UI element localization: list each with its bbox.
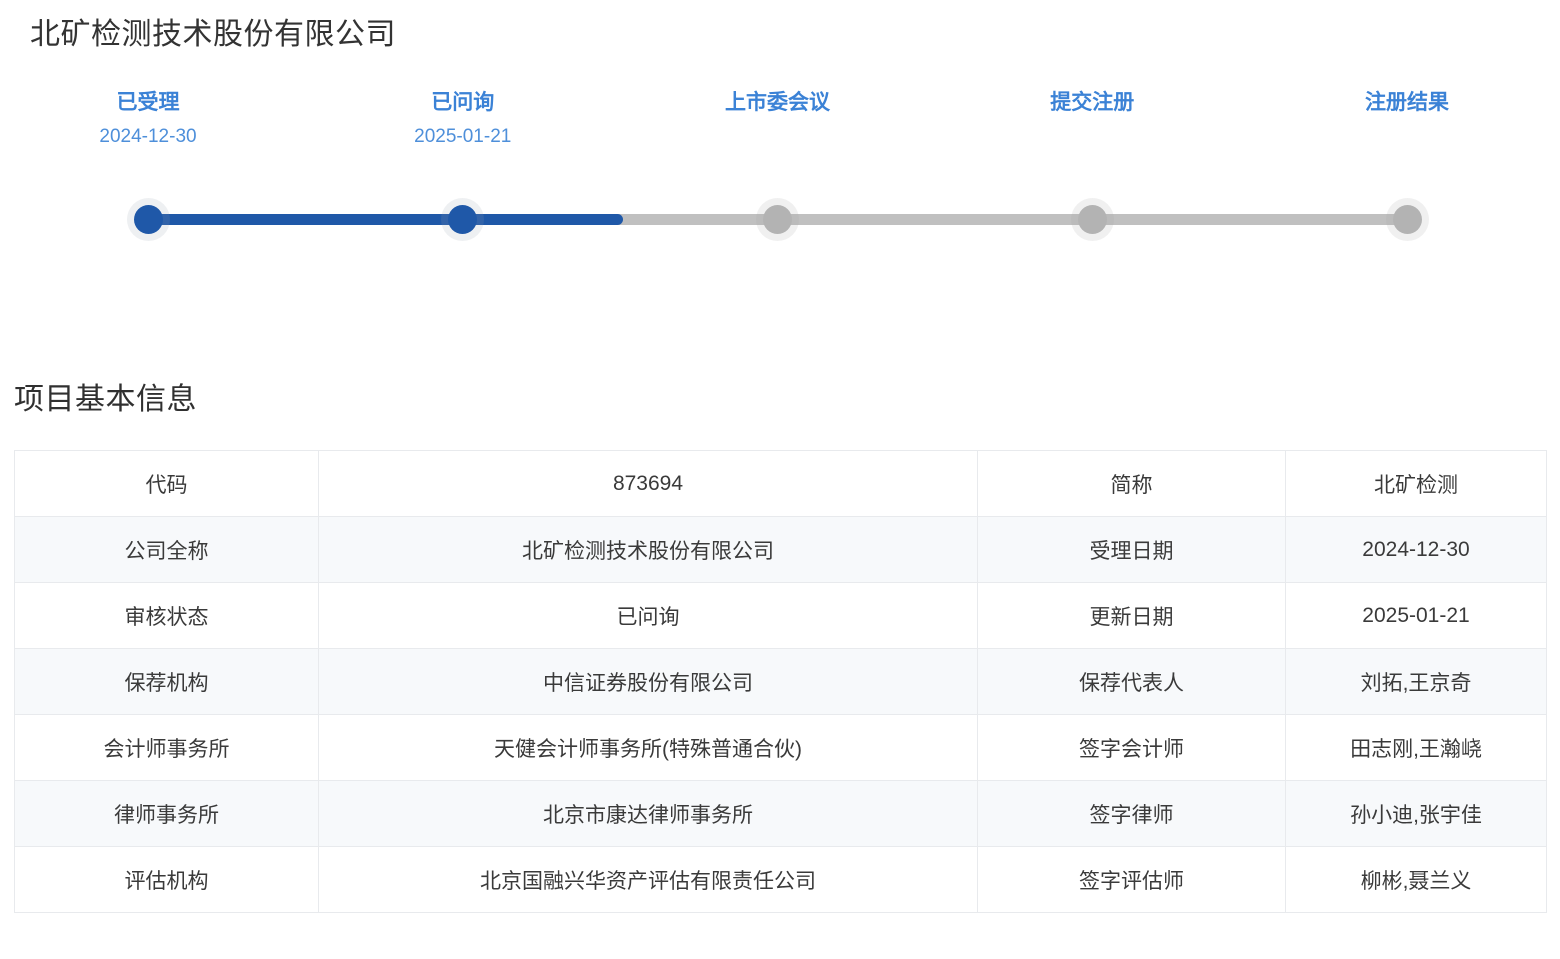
table-cell-value-right: 2024-12-30 — [1285, 516, 1547, 583]
table-cell-value-left[interactable]: 天健会计师事务所(特殊普通合伙) — [318, 714, 978, 781]
stepper-node-dot — [1392, 205, 1422, 234]
table-cell-label-left: 代码 — [14, 450, 319, 517]
table-cell-label-right: 签字律师 — [977, 780, 1286, 847]
table-cell-label-left: 公司全称 — [14, 516, 319, 583]
stepper-track-fill — [148, 214, 624, 225]
stepper-step-label: 上市委会议 — [725, 91, 830, 114]
table-cell-value-left[interactable]: 北京国融兴华资产评估有限责任公司 — [318, 846, 978, 913]
table-cell-label-right: 保荐代表人 — [977, 648, 1286, 715]
table-cell-label-right: 更新日期 — [977, 582, 1286, 649]
table-cell-value-right: 刘拓,王京奇 — [1285, 648, 1547, 715]
section-heading-basic-info: 项目基本信息 — [14, 383, 197, 416]
stepper-step-3[interactable]: 上市委会议 — [668, 88, 888, 118]
table-cell-label-right: 签字会计师 — [977, 714, 1286, 781]
table-cell-value-right: 孙小迪,张宇佳 — [1285, 780, 1547, 847]
page-title: 北矿检测技术股份有限公司 — [30, 18, 396, 51]
stepper-track — [0, 198, 1560, 241]
stepper-node-dot — [1077, 205, 1107, 234]
stepper-step-label: 提交注册 — [1050, 91, 1135, 114]
table-cell-value-right: 田志刚,王瀚峣 — [1285, 714, 1547, 781]
table-row: 律师事务所北京市康达律师事务所签字律师孙小迪,张宇佳 — [14, 780, 1547, 847]
stepper-node-5[interactable] — [1385, 198, 1429, 241]
table-cell-label-left: 保荐机构 — [14, 648, 319, 715]
stepper-node-dot — [448, 205, 478, 234]
table-cell-label-left: 律师事务所 — [14, 780, 319, 847]
table-row: 评估机构北京国融兴华资产评估有限责任公司签字评估师柳彬,聂兰义 — [14, 846, 1547, 913]
table-row: 会计师事务所天健会计师事务所(特殊普通合伙)签字会计师田志刚,王瀚峣 — [14, 714, 1547, 781]
stepper-node-4[interactable] — [1070, 198, 1114, 241]
stepper-step-2[interactable]: 已问询 2025-01-21 — [353, 88, 573, 152]
table-cell-label-left: 审核状态 — [14, 582, 319, 649]
stepper-node-dot — [133, 205, 163, 234]
stepper-step-4[interactable]: 提交注册 — [982, 88, 1202, 118]
table-cell-label-right: 简称 — [977, 450, 1286, 517]
table-cell-value-right: 北矿检测 — [1285, 450, 1547, 517]
table-cell-value-left[interactable]: 873694 — [318, 450, 978, 517]
stepper-step-date: 2024-12-30 — [99, 126, 197, 147]
stepper-node-dot — [763, 205, 792, 234]
stepper-step-1[interactable]: 已受理 2024-12-30 — [38, 88, 258, 152]
table-cell-label-left: 会计师事务所 — [14, 714, 319, 781]
stepper-node-2[interactable] — [441, 198, 485, 241]
stepper-step-5[interactable]: 注册结果 — [1297, 88, 1517, 118]
stepper-node-1[interactable] — [126, 198, 170, 241]
stepper-step-date: 2025-01-21 — [414, 126, 512, 147]
table-cell-value-left: 已问询 — [318, 582, 978, 649]
table-cell-label-left: 评估机构 — [14, 846, 319, 913]
table-cell-label-right: 受理日期 — [977, 516, 1286, 583]
review-progress-stepper: 已受理 2024-12-30 已问询 2025-01-21 上市委会议 提交注册 注册结果 — [0, 88, 1560, 241]
table-cell-value-left[interactable]: 中信证券股份有限公司 — [318, 648, 978, 715]
table-row: 保荐机构中信证券股份有限公司保荐代表人刘拓,王京奇 — [14, 648, 1547, 715]
stepper-node-3[interactable] — [756, 198, 799, 241]
stepper-step-label: 已问询 — [431, 91, 495, 114]
table-cell-value-left[interactable]: 北京市康达律师事务所 — [318, 780, 978, 847]
table-cell-value-right: 2025-01-21 — [1285, 582, 1547, 649]
stepper-step-label: 已受理 — [116, 91, 180, 114]
table-cell-value-right: 柳彬,聂兰义 — [1285, 846, 1547, 913]
table-cell-value-left: 北矿检测技术股份有限公司 — [318, 516, 978, 583]
stepper-step-label: 注册结果 — [1365, 91, 1449, 114]
table-cell-label-right: 签字评估师 — [977, 846, 1286, 913]
